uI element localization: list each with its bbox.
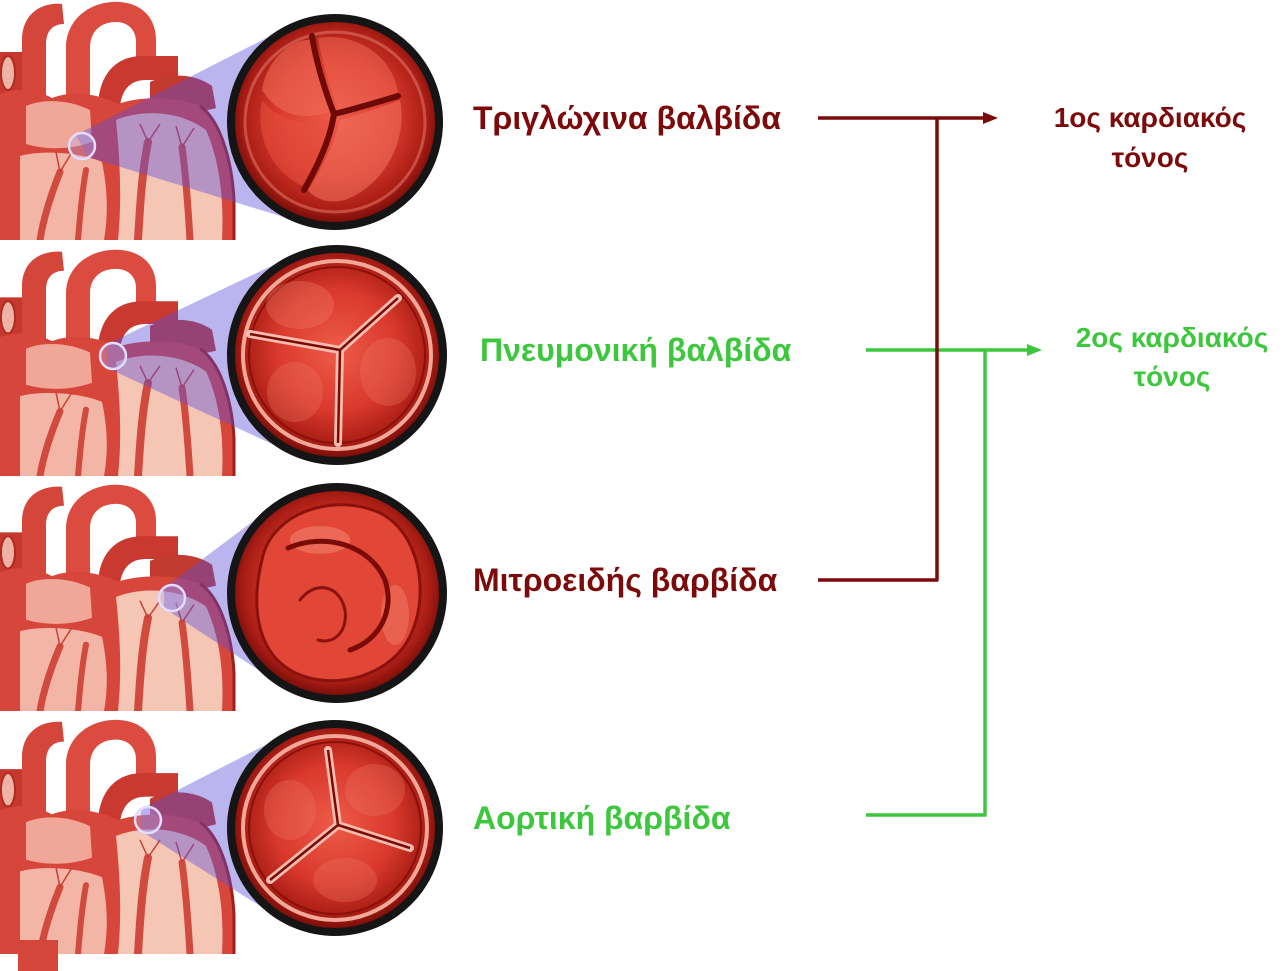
tricuspid-illustration <box>0 2 439 240</box>
first-sound-connector <box>818 112 998 580</box>
heart-sound-second-label: 2ος καρδιακός τόνος <box>1062 318 1282 396</box>
pulmonary-illustration <box>0 249 443 476</box>
valve-cusp-highlight <box>264 780 316 840</box>
valve-cusp-highlight <box>267 362 323 422</box>
tricuspid-valve-closeup <box>231 18 439 226</box>
aortic-illustration <box>0 720 439 971</box>
valve-location-marker <box>100 343 126 369</box>
valve-cusp-highlight <box>266 281 334 329</box>
heart-sound-second-line2: τόνος <box>1062 357 1282 396</box>
aortic-valve-closeup <box>231 724 439 932</box>
valve-location-marker <box>159 585 185 611</box>
descending-vessel <box>18 940 58 971</box>
valve-label-aortic: Αορτική βαρβίδα <box>473 800 731 836</box>
valve-label-pulmonary: Πνευμονική βαλβίδα <box>480 332 791 368</box>
valve-label-mitral: Μιτροειδής βαρβίδα <box>473 562 777 598</box>
heart-sound-second-line1: 2ος καρδιακός <box>1062 318 1282 357</box>
heart-sound-first-line1: 1ος καρδιακός <box>1040 98 1260 138</box>
pulmonary-valve-closeup <box>231 249 443 461</box>
heart-sound-first-label: 1ος καρδιακός τόνος <box>1040 98 1260 178</box>
valve-label-tricuspid: Τριγλώχινα βαλβίδα <box>473 100 781 136</box>
valve-location-marker <box>135 807 161 833</box>
first-sound-arrowhead <box>983 112 998 124</box>
second-sound-arrowhead <box>1027 344 1042 356</box>
mitral-illustration <box>0 485 443 711</box>
heart-sound-first-line2: τόνος <box>1040 138 1260 178</box>
mitral-valve-closeup <box>231 487 443 699</box>
valve-location-marker <box>69 133 95 159</box>
valve-cusp-highlight <box>345 764 405 816</box>
valve-cusp-highlight <box>313 858 377 902</box>
valve-cusp-highlight <box>360 338 416 406</box>
